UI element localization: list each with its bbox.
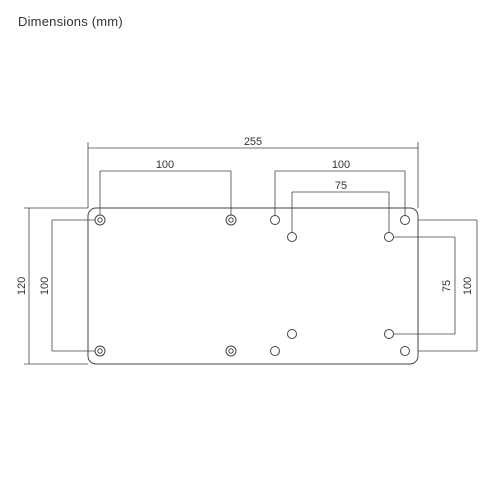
- hole-top-center: [225, 214, 237, 226]
- dimension-left-100: 100: [39, 219, 95, 352]
- hole-bottom-center: [225, 345, 237, 357]
- label-top-right-75: 75: [335, 180, 347, 192]
- hole-top-left: [94, 214, 106, 226]
- page-title: Dimensions (mm): [18, 14, 123, 29]
- label-left-120: 120: [16, 277, 28, 295]
- dimension-top-right-100: 100: [274, 159, 406, 215]
- label-top-left-100: 100: [156, 159, 174, 171]
- hole-lower-mid: [270, 346, 280, 356]
- hole-75-bottom-left: [287, 329, 297, 339]
- label-right-100: 100: [462, 277, 474, 295]
- dimension-overall-width: 255: [87, 136, 419, 208]
- label-right-75: 75: [441, 280, 453, 292]
- dimension-top-right-75: 75: [291, 180, 390, 232]
- hole-bottom-right: [400, 346, 410, 356]
- dimension-right-75: 75: [394, 236, 456, 335]
- label-left-100: 100: [39, 277, 51, 295]
- hole-upper-mid: [270, 215, 280, 225]
- dimension-right-100: 100: [418, 219, 478, 352]
- mounting-plate: [87, 207, 419, 365]
- label-255: 255: [244, 136, 262, 148]
- hole-75-top-right: [384, 232, 394, 242]
- dimension-left-120: 120: [16, 207, 88, 365]
- hole-75-top-left: [287, 232, 297, 242]
- label-top-right-100: 100: [332, 159, 350, 171]
- hole-75-bottom-right: [384, 329, 394, 339]
- dimension-top-left-100: 100: [99, 159, 232, 215]
- hole-top-right: [400, 215, 410, 225]
- hole-bottom-left: [94, 345, 106, 357]
